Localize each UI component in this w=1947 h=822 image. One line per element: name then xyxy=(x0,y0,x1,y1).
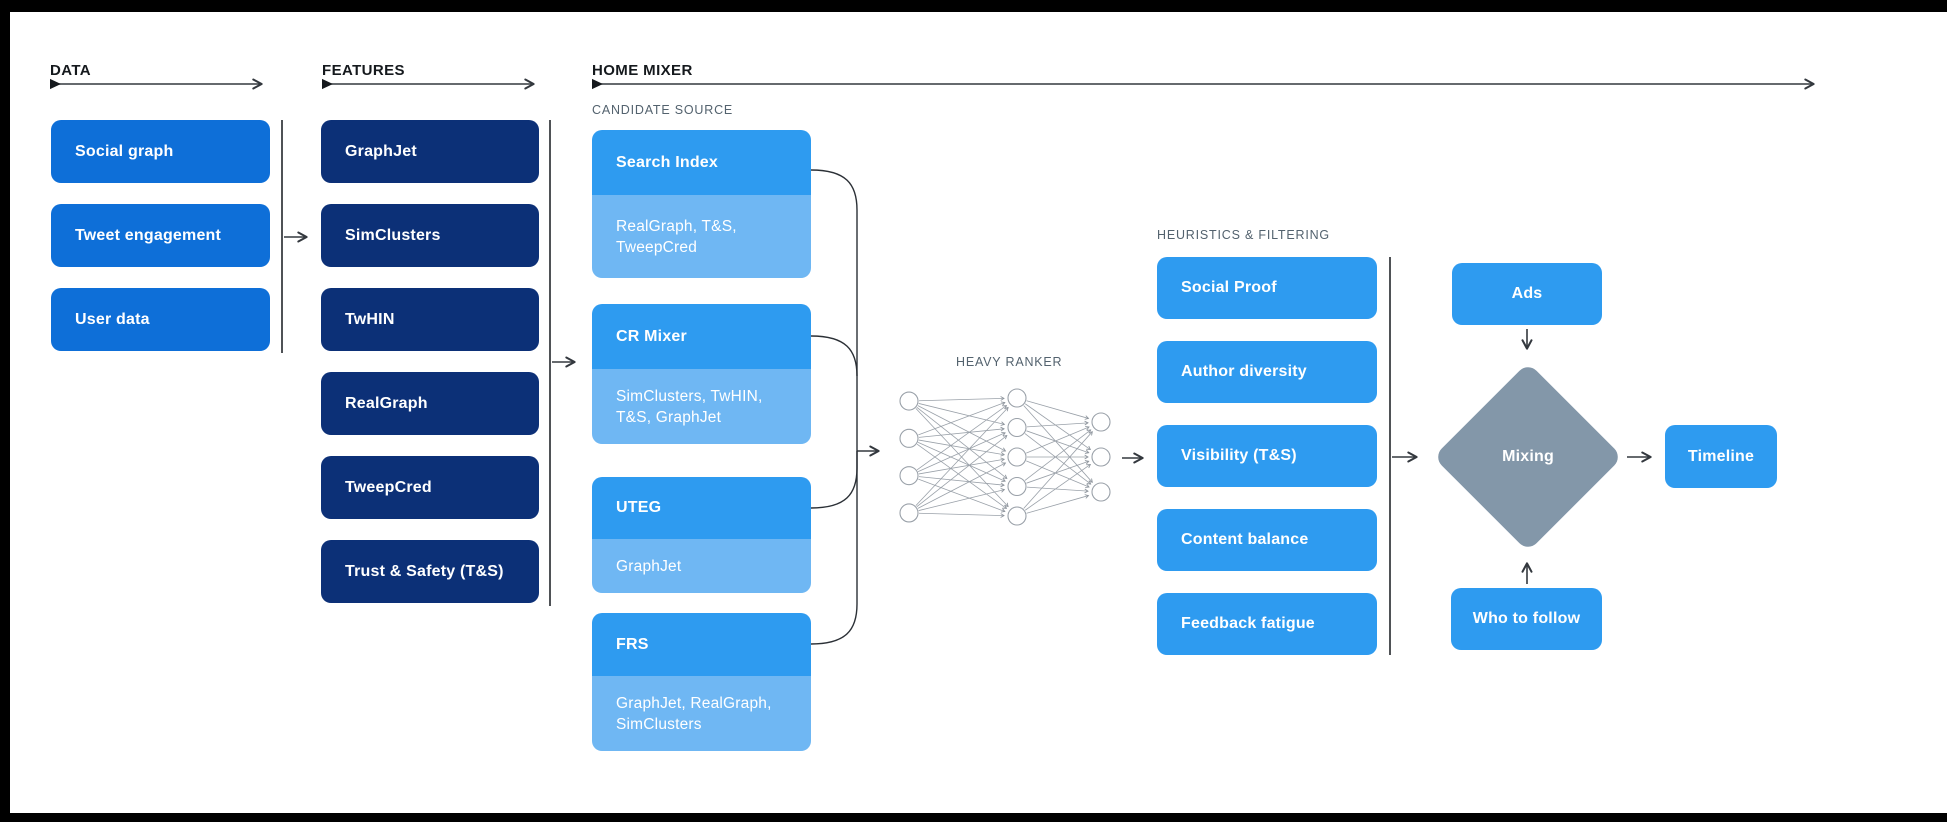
heuristic-box-feedback-fatigue: Feedback fatigue xyxy=(1157,593,1377,655)
timeline-box: Timeline xyxy=(1665,425,1777,488)
heavy-ranker-network xyxy=(899,388,1111,526)
feature-box-tweepcred: TweepCred xyxy=(321,456,539,519)
candidate-search-index-sources: RealGraph, T&S, TweepCred xyxy=(592,195,811,278)
data-box-tweet-engagement: Tweet engagement xyxy=(51,204,270,267)
heuristic-box-social-proof: Social Proof xyxy=(1157,257,1377,319)
features-section-label: FEATURES xyxy=(322,62,405,79)
home-mixer-section-label: HOME MIXER xyxy=(592,62,693,79)
candidate-uteg-title: UTEG xyxy=(592,477,811,539)
heuristic-box-content-balance: Content balance xyxy=(1157,509,1377,571)
left-letterbox-bar xyxy=(0,0,10,822)
top-letterbox-bar xyxy=(0,0,1947,12)
feature-box-graphjet: GraphJet xyxy=(321,120,539,183)
curve-cr-mixer xyxy=(810,335,858,377)
ads-box: Ads xyxy=(1452,263,1602,325)
curve-uteg xyxy=(810,451,858,509)
candidate-source-label: CANDIDATE SOURCE xyxy=(592,103,734,117)
mixing-diamond-label: Mixing xyxy=(1502,448,1554,465)
candidate-search-index-title: Search Index xyxy=(592,130,811,195)
candidate-cr-mixer-title: CR Mixer xyxy=(592,304,811,369)
candidate-cr-mixer-sources: SimClusters, TwHIN, T&S, GraphJet xyxy=(592,369,811,444)
heuristics-filtering-label: HEURISTICS & FILTERING xyxy=(1157,228,1330,242)
curve-frs xyxy=(810,451,858,645)
feature-box-twhin: TwHIN xyxy=(321,288,539,351)
bottom-letterbox-bar xyxy=(0,813,1947,822)
data-section-label: DATA xyxy=(50,62,92,79)
data-box-social-graph: Social graph xyxy=(51,120,270,183)
candidate-collector-curves xyxy=(810,169,858,645)
feature-box-trust-safety: Trust & Safety (T&S) xyxy=(321,540,539,603)
heuristic-box-visibility: Visibility (T&S) xyxy=(1157,425,1377,487)
heavy-ranker-label: HEAVY RANKER xyxy=(956,355,1063,369)
heuristic-box-author-diversity: Author diversity xyxy=(1157,341,1377,403)
column-dividers xyxy=(281,120,1391,655)
data-box-user-data: User data xyxy=(51,288,270,351)
who-to-follow-box: Who to follow xyxy=(1451,588,1602,650)
curve-search-index xyxy=(810,169,858,451)
flow-arrows xyxy=(284,231,1652,584)
feature-box-simclusters: SimClusters xyxy=(321,204,539,267)
candidate-frs-title: FRS xyxy=(592,613,811,676)
candidate-uteg-sources: GraphJet xyxy=(592,539,811,593)
candidate-frs-sources: GraphJet, RealGraph, SimClusters xyxy=(592,676,811,751)
feature-box-realgraph: RealGraph xyxy=(321,372,539,435)
